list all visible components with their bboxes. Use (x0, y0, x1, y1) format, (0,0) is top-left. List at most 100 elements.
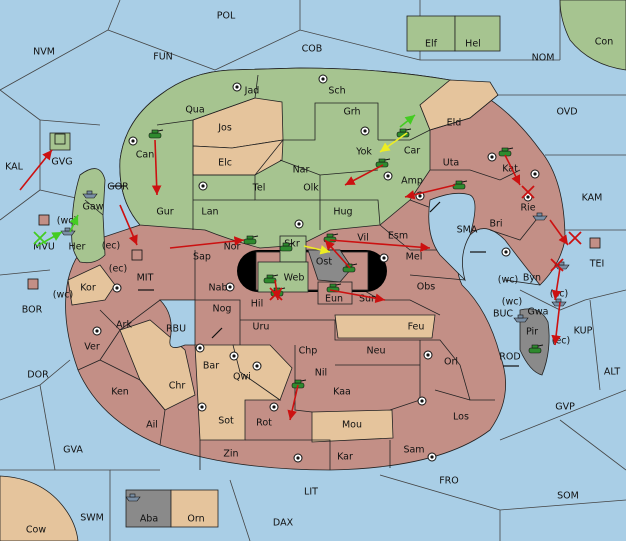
province-label-chr[interactable]: Chr (169, 381, 186, 392)
province-label-nog[interactable]: Nog (213, 304, 232, 315)
province-label-kup[interactable]: KUP (574, 326, 593, 337)
province-label-bar[interactable]: Bar (203, 361, 219, 372)
province-label-pir[interactable]: Pir (526, 327, 538, 338)
province-label-orl[interactable]: Orl (444, 357, 458, 368)
province-label-som[interactable]: SOM (557, 491, 579, 502)
province-label-nor[interactable]: Nor (224, 242, 241, 253)
province-label-orn[interactable]: Orn (187, 514, 204, 525)
province-label-gor[interactable]: GOR (107, 182, 129, 193)
province-label-bri[interactable]: Bri (489, 219, 502, 230)
province-label-fro[interactable]: FRO (439, 476, 459, 487)
province-label-hel[interactable]: Hel (465, 39, 481, 50)
province-label-ail[interactable]: Ail (146, 420, 158, 431)
province-label-fun[interactable]: FUN (153, 52, 173, 63)
province-label-cow[interactable]: Cow (26, 525, 46, 536)
fleet-unit-icon[interactable] (125, 493, 141, 502)
province-label-sma[interactable]: SMA (457, 225, 478, 236)
army-unit-icon[interactable] (452, 180, 468, 190)
fleet-unit-icon[interactable] (513, 314, 529, 323)
province-label-buc[interactable]: BUC (493, 309, 513, 320)
province-label-sun[interactable]: Sun (359, 294, 377, 305)
province-label-sot[interactable]: Sot (218, 416, 234, 427)
province-label-pol[interactable]: POL (217, 11, 236, 22)
army-unit-icon[interactable] (375, 158, 391, 168)
unit-marker[interactable] (131, 249, 143, 261)
province-label-lan[interactable]: Lan (201, 207, 218, 218)
unit-marker[interactable] (589, 237, 601, 249)
province-label-cob[interactable]: COB (302, 44, 323, 55)
province-label-qua[interactable]: Qua (185, 105, 204, 116)
province-label-nil[interactable]: Nil (315, 368, 327, 379)
province-label-nab[interactable]: Nab (209, 283, 228, 294)
province-label-ovd[interactable]: OVD (556, 107, 577, 118)
army-unit-icon[interactable] (498, 147, 514, 157)
province-label-mvu[interactable]: MVU (33, 242, 55, 253)
province-label-elc[interactable]: Elc (218, 158, 232, 169)
province-label-neu[interactable]: Neu (367, 346, 386, 357)
province-label-kar[interactable]: Kar (337, 452, 353, 463)
province-label-aba[interactable]: Aba (140, 514, 158, 525)
province-label-con[interactable]: Con (595, 37, 613, 48)
province-label-chp[interactable]: Chp (299, 346, 318, 357)
fleet-unit-icon[interactable] (532, 212, 548, 221)
province-label-gur[interactable]: Gur (156, 207, 173, 218)
province-label-grh[interactable]: Grh (343, 107, 360, 118)
province-label-mit[interactable]: MIT (137, 273, 154, 284)
province-label-rbu[interactable]: RBU (166, 324, 186, 335)
province-label-eun[interactable]: Eun (325, 294, 343, 305)
province-label-ost[interactable]: Ost (316, 257, 332, 268)
province-label-nom[interactable]: NOM (532, 53, 555, 64)
army-unit-icon[interactable] (528, 344, 544, 354)
army-unit-icon[interactable] (279, 242, 295, 252)
unit-marker[interactable] (54, 133, 66, 145)
province-label-ken[interactable]: Ken (111, 387, 129, 398)
province-label-rod[interactable]: ROD (499, 352, 520, 363)
province-label-mel[interactable]: Mel (406, 252, 423, 263)
province-label-sap[interactable]: Sap (193, 252, 211, 263)
province-label-vil[interactable]: Vil (357, 233, 369, 244)
province-label-qwi[interactable]: Qwi (233, 372, 251, 383)
province-label-nar[interactable]: Nar (293, 165, 310, 176)
province-label-elf[interactable]: Elf (425, 39, 438, 50)
province-label-gwa[interactable]: Gwa (528, 307, 549, 318)
province-label-kam[interactable]: KAM (582, 193, 603, 204)
province-label-feu[interactable]: Feu (408, 322, 425, 333)
province-label-tei[interactable]: TEI (589, 259, 605, 270)
province-label-kor[interactable]: Kor (80, 283, 96, 294)
province-label-alt[interactable]: ALT (604, 367, 620, 378)
fleet-unit-icon[interactable] (551, 298, 567, 307)
province-label-gva[interactable]: GVA (63, 445, 83, 456)
province-label-dor[interactable]: DOR (27, 370, 49, 381)
province-label-gvg[interactable]: GVG (51, 157, 72, 168)
province-label-zin[interactable]: Zin (223, 449, 238, 460)
province-label-skr[interactable]: Skr (284, 239, 300, 250)
province-label-obs[interactable]: Obs (417, 282, 436, 293)
army-unit-icon[interactable] (243, 235, 259, 245)
unit-marker[interactable] (38, 214, 50, 226)
province-label-olk[interactable]: Olk (303, 183, 319, 194)
province-label-eld[interactable]: Eld (447, 118, 462, 129)
province-label-sch[interactable]: Sch (328, 86, 345, 97)
province-label-web[interactable]: Web (284, 273, 305, 284)
unit-marker[interactable] (27, 278, 39, 290)
province-label-jos[interactable]: Jos (217, 123, 232, 134)
province-label-yok[interactable]: Yok (355, 147, 372, 158)
province-label-kaa[interactable]: Kaa (333, 387, 351, 398)
province-label-kat[interactable]: Kat (502, 164, 518, 175)
province-label-rot[interactable]: Rot (256, 418, 272, 429)
province-label-los[interactable]: Los (453, 412, 469, 423)
province-label-nvm[interactable]: NVM (33, 47, 55, 58)
province-label-car[interactable]: Car (404, 146, 420, 157)
province-label-bor[interactable]: BOR (22, 305, 43, 316)
province-label-mou[interactable]: Mou (342, 420, 362, 431)
province-label-swm[interactable]: SWM (80, 513, 104, 524)
province-label-amp[interactable]: Amp (401, 176, 423, 187)
province-label-hug[interactable]: Hug (333, 207, 352, 218)
province-label-ver[interactable]: Ver (84, 342, 100, 353)
province-label-gvp[interactable]: GVP (555, 402, 575, 413)
province-label-sam[interactable]: Sam (403, 445, 424, 456)
province-label-esm[interactable]: Esm (388, 231, 408, 242)
army-unit-icon[interactable] (148, 129, 164, 139)
province-label-hil[interactable]: Hil (251, 299, 263, 310)
province-label-lit[interactable]: LIT (304, 487, 318, 498)
